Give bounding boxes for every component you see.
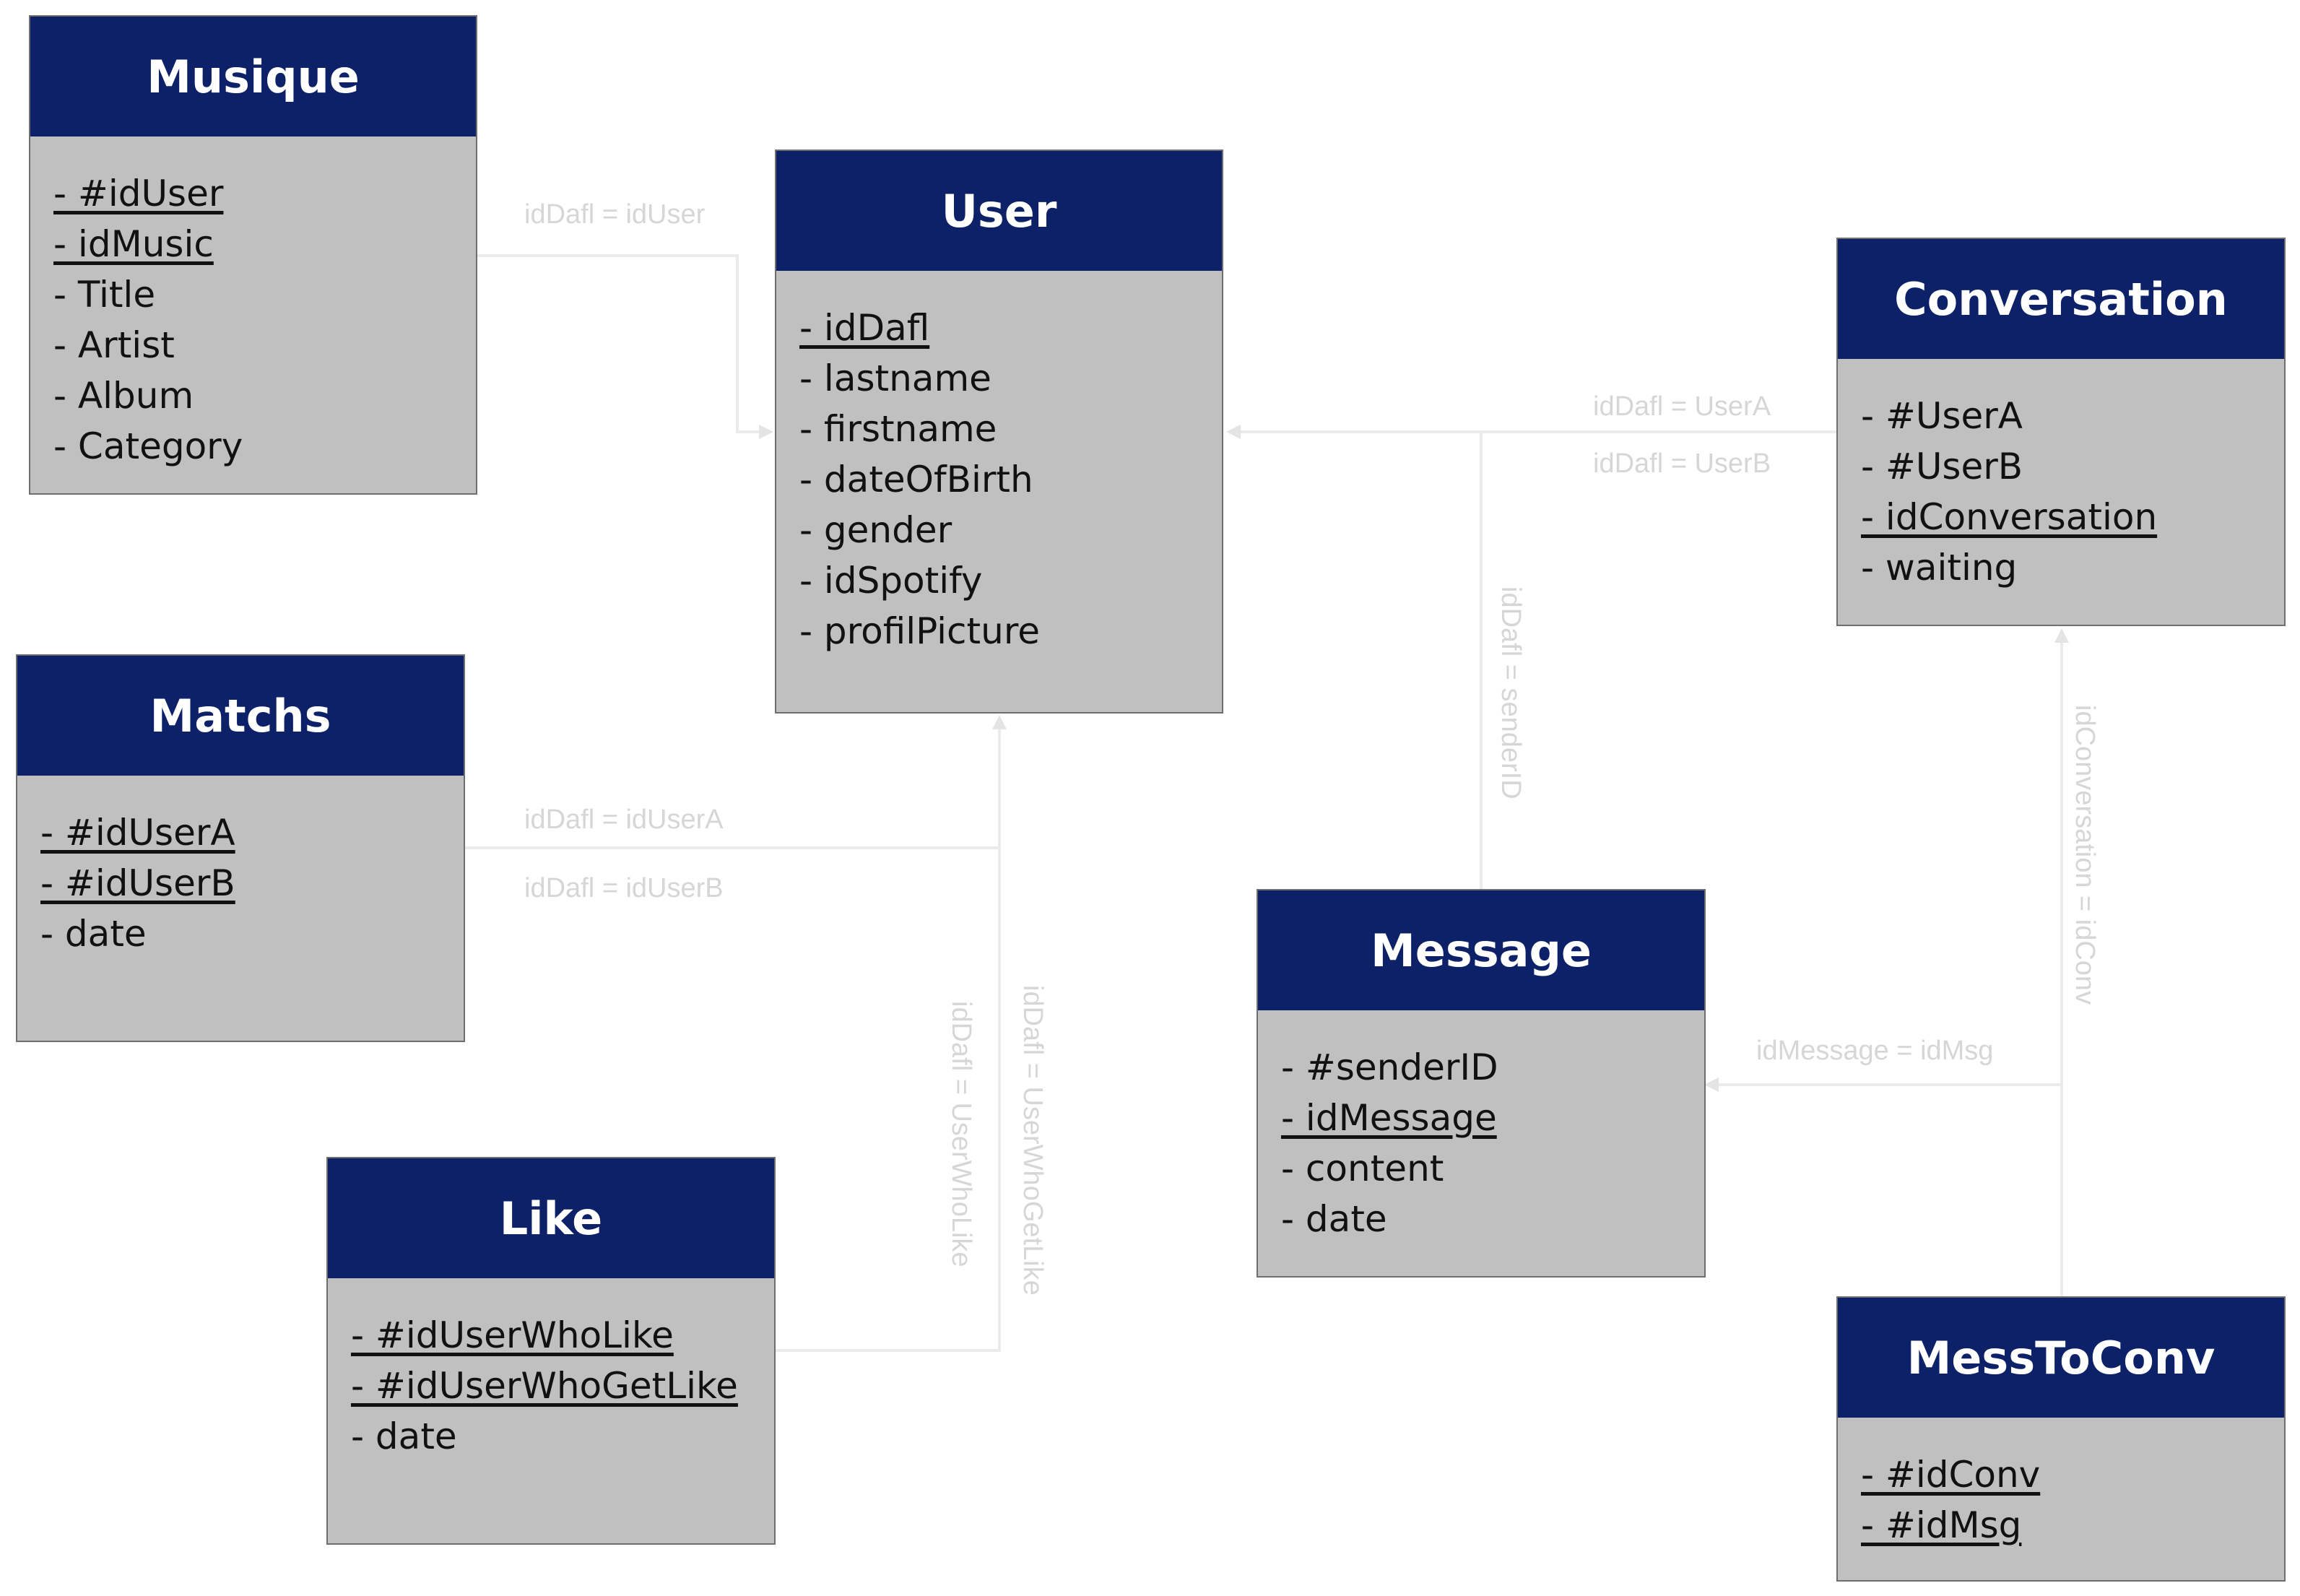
attribute-list: - #idUserWhoLike - #idUserWhoGetLike - d… bbox=[328, 1278, 774, 1462]
entity-title: User bbox=[776, 151, 1222, 271]
arrowhead-messtoconv-message bbox=[1704, 1077, 1719, 1092]
entity-musique[interactable]: Musique - #idUser - idMusic - Title - Ar… bbox=[29, 15, 477, 495]
entity-title: Conversation bbox=[1838, 239, 2284, 359]
entity-messtoconv[interactable]: MessToConv - #idConv - #idMsg bbox=[1836, 1296, 2286, 1582]
connector-like-user bbox=[775, 727, 1001, 1352]
relation-label-conversation-user-b: idDafl = UserB bbox=[1593, 448, 1771, 479]
attribute: - #UserA bbox=[1861, 395, 2023, 437]
attribute-key: - #idUserWhoGetLike bbox=[351, 1365, 738, 1407]
attribute: - Title bbox=[53, 274, 156, 316]
attribute-key: - #idUserA bbox=[40, 812, 235, 854]
attribute: - Artist bbox=[53, 324, 175, 366]
entity-message[interactable]: Message - #senderID - idMessage - conten… bbox=[1257, 889, 1706, 1278]
arrowhead-conversation-user bbox=[1226, 425, 1241, 439]
relation-label-like-user-who-like: idDafl = UserWhoLike bbox=[946, 1001, 976, 1267]
attribute: - gender bbox=[799, 509, 952, 551]
entity-title: Message bbox=[1258, 890, 1704, 1010]
entity-like[interactable]: Like - #idUserWhoLike - #idUserWhoGetLik… bbox=[326, 1157, 776, 1545]
relation-label-messtoconv-conversation: idConversation = idConv bbox=[2070, 705, 2100, 1005]
attribute: - date bbox=[1281, 1198, 1387, 1240]
attribute: - firstname bbox=[799, 408, 997, 450]
attribute-key: - #idConv bbox=[1861, 1454, 2041, 1496]
arrowhead-musique-user bbox=[759, 425, 773, 439]
attribute-key: - idMusic bbox=[53, 223, 214, 265]
attribute: - profilPicture bbox=[799, 610, 1041, 652]
attribute: - Album bbox=[53, 375, 194, 417]
attribute-list: - #UserA - #UserB - idConversation - wai… bbox=[1838, 359, 2284, 593]
relation-label-matchs-user-b: idDafl = idUserB bbox=[524, 873, 724, 903]
attribute: - #senderID bbox=[1281, 1046, 1498, 1088]
attribute: - #UserB bbox=[1861, 446, 2023, 487]
entity-title: Matchs bbox=[17, 656, 464, 776]
arrowhead-like-user bbox=[992, 715, 1007, 729]
attribute: - Category bbox=[53, 425, 243, 467]
attribute-list: - idDafl - lastname - firstname - dateOf… bbox=[776, 271, 1222, 656]
attribute: - waiting bbox=[1861, 547, 2018, 589]
relation-label-conversation-user-a: idDafl = UserA bbox=[1593, 391, 1771, 422]
attribute: - date bbox=[40, 913, 147, 955]
arrowhead-messtoconv-conversation bbox=[2054, 628, 2069, 643]
attribute-key: - #idUserB bbox=[40, 862, 235, 904]
attribute-list: - #senderID - idMessage - content - date bbox=[1258, 1010, 1704, 1244]
attribute-key: - #idUserWhoLike bbox=[351, 1314, 674, 1356]
attribute-key: - idMessage bbox=[1281, 1097, 1497, 1139]
attribute: - lastname bbox=[799, 357, 991, 399]
entity-title: Like bbox=[328, 1158, 774, 1278]
attribute: - idSpotify bbox=[799, 560, 983, 602]
entity-matchs[interactable]: Matchs - #idUserA - #idUserB - date bbox=[16, 654, 465, 1042]
relation-label-matchs-user-a: idDafl = idUserA bbox=[524, 804, 724, 835]
relation-label-musique-user: idDafl = idUser bbox=[524, 199, 706, 230]
attribute-list: - #idConv - #idMsg bbox=[1838, 1418, 2284, 1551]
entity-user[interactable]: User - idDafl - lastname - firstname - d… bbox=[775, 149, 1223, 714]
relation-label-messtoconv-message: idMessage = idMsg bbox=[1756, 1036, 1993, 1066]
attribute-key: - idConversation bbox=[1861, 496, 2158, 538]
entity-conversation[interactable]: Conversation - #UserA - #UserB - idConve… bbox=[1836, 238, 2286, 626]
attribute-key: - idDafl bbox=[799, 307, 930, 349]
attribute: - dateOfBirth bbox=[799, 459, 1033, 500]
relation-label-like-user-who-get-like: idDafl = UserWhoGetLike bbox=[1017, 985, 1048, 1296]
attribute: - date bbox=[351, 1415, 457, 1457]
connector-musique-user bbox=[477, 254, 763, 433]
attribute-key: - #idMsg bbox=[1861, 1504, 2022, 1546]
entity-title: MessToConv bbox=[1838, 1298, 2284, 1418]
attribute: - content bbox=[1281, 1148, 1444, 1189]
attribute-key: - #idUser bbox=[53, 173, 224, 214]
relation-label-message-user: idDafl = senderID bbox=[1496, 586, 1526, 799]
attribute-list: - #idUserA - #idUserB - date bbox=[17, 776, 464, 959]
attribute-list: - #idUser - idMusic - Title - Artist - A… bbox=[30, 136, 476, 472]
entity-title: Musique bbox=[30, 17, 476, 136]
